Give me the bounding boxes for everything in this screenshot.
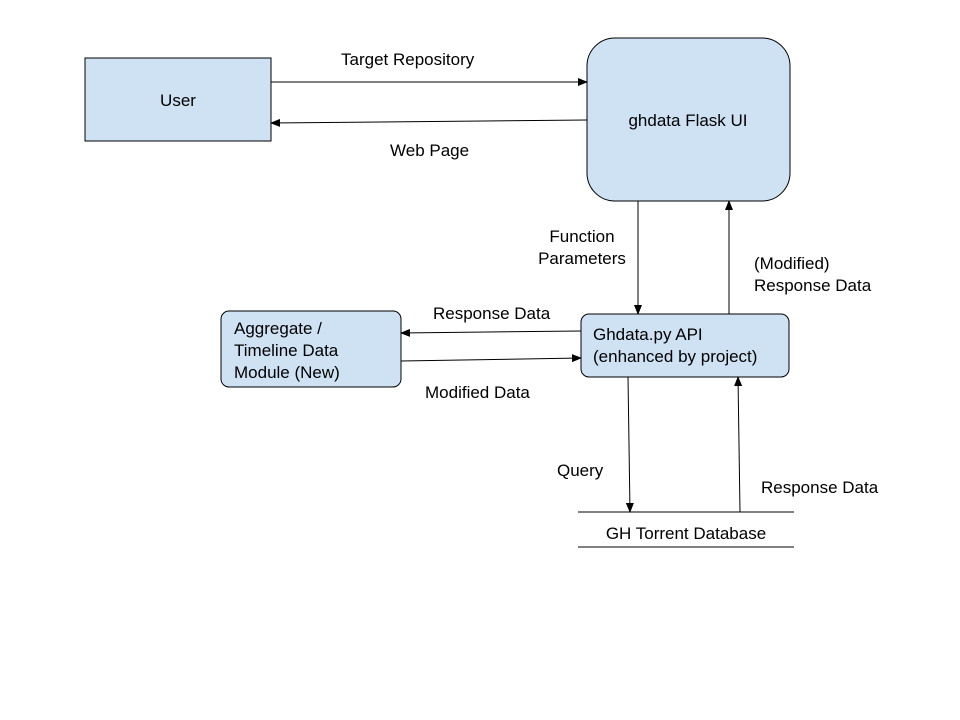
edge-target-repository: Target Repository	[271, 50, 588, 86]
api-node: Ghdata.py API (enhanced by project)	[580, 313, 790, 378]
api-label-line-1: Ghdata.py API	[593, 325, 703, 344]
response-data-to-aggregate-arrow	[400, 328, 582, 337]
flask-ui-node: ghdata Flask UI	[586, 37, 791, 202]
query-arrow	[625, 376, 634, 513]
database-label: GH Torrent Database	[606, 524, 766, 543]
target-repository-label: Target Repository	[341, 50, 475, 69]
user-label: User	[160, 91, 196, 110]
edge-modified-data: Modified Data	[400, 354, 582, 402]
user-node: User	[84, 57, 272, 142]
flask-ui-label: ghdata Flask UI	[628, 111, 747, 130]
user-box	[84, 57, 272, 142]
edge-function-parameters: Function Parameters	[538, 201, 642, 315]
edge-web-page: Web Page	[270, 118, 588, 160]
modified-response-data-label-line-1: (Modified)	[754, 254, 830, 273]
response-data-from-db-label: Response Data	[761, 478, 879, 497]
aggregate-label-line-1: Aggregate /	[234, 319, 322, 338]
aggregate-module-node: Aggregate / Timeline Data Module (New)	[220, 310, 402, 388]
aggregate-module-box	[220, 310, 402, 388]
edge-modified-response-data: (Modified) Response Data	[725, 200, 872, 314]
aggregate-label-line-2: Timeline Data	[234, 341, 339, 360]
query-label: Query	[557, 461, 604, 480]
response-data-to-aggregate-label: Response Data	[433, 304, 551, 323]
edge-query: Query	[557, 376, 634, 513]
response-data-from-db-arrow	[734, 376, 743, 513]
edge-response-data-to-aggregate: Response Data	[400, 304, 582, 337]
web-page-label: Web Page	[390, 141, 469, 160]
database-node: GH Torrent Database	[578, 511, 794, 548]
modified-response-data-label-line-2: Response Data	[754, 276, 872, 295]
function-parameters-label-line-1: Function	[549, 227, 614, 246]
edge-response-data-from-db: Response Data	[734, 376, 879, 513]
function-parameters-label-line-2: Parameters	[538, 249, 626, 268]
modified-data-arrow	[400, 354, 582, 363]
web-page-arrow	[270, 118, 588, 127]
aggregate-label-line-3: Module (New)	[234, 363, 340, 382]
flask-ui-box	[586, 37, 791, 202]
api-label-line-2: (enhanced by project)	[593, 347, 757, 366]
modified-data-label: Modified Data	[425, 383, 530, 402]
api-box	[580, 313, 790, 378]
